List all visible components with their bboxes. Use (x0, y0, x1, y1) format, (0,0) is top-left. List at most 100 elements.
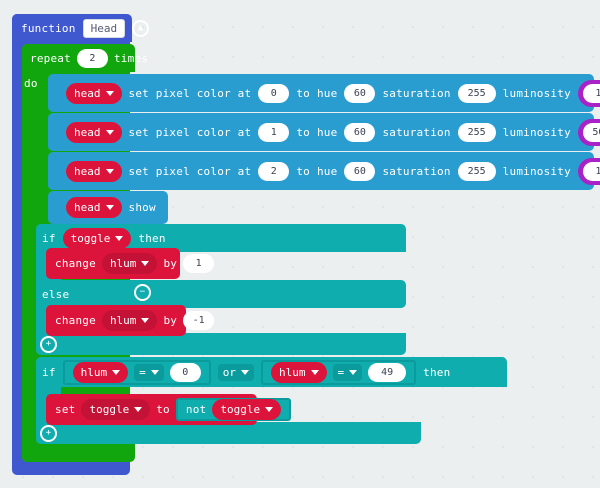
compare-left-operator-label: = (139, 365, 146, 379)
luminosity-label-2: luminosity (502, 164, 571, 178)
math-operation-block-0[interactable]: 1 + hlum (577, 79, 600, 107)
function-header[interactable]: function Head ▲ (12, 14, 158, 42)
if-keyword: if (42, 231, 56, 245)
then-keyword: then (138, 231, 166, 245)
change-variable-label-else: hlum (109, 314, 137, 327)
show-target-dropdown[interactable]: head (66, 197, 122, 218)
change-variable-row-then[interactable]: change hlum by 1 (46, 248, 215, 279)
set-pixel-color-block-1[interactable] (48, 113, 594, 151)
repeat-do-label: do (24, 76, 38, 90)
compare-left-operator-dropdown[interactable]: = (134, 363, 164, 381)
pixel-index-input-2[interactable]: 2 (258, 161, 290, 181)
set-pixel-color-row-1[interactable]: head set pixel color at 1 to hue 60 satu… (48, 113, 600, 151)
chevron-up-circle-icon[interactable]: ▲ (132, 19, 150, 37)
compare-right-value-input[interactable]: 49 (368, 362, 407, 382)
chevron-down-icon (105, 205, 114, 210)
logic-join-dropdown[interactable]: or (217, 363, 255, 381)
target-dropdown-2[interactable]: head (66, 160, 122, 182)
chevron-down-icon (105, 90, 114, 96)
hue-input-2[interactable]: 60 (344, 161, 376, 181)
repeat-header[interactable]: repeat 2 times (30, 44, 148, 72)
compare-block-left[interactable]: hlum = 0 (62, 359, 211, 385)
if-bounds-keyword: if (42, 365, 56, 379)
if-bounds-header[interactable]: if hlum = 0 or hlum = (42, 357, 450, 387)
function-name-field[interactable]: Head (82, 18, 126, 38)
if-bounds-foot-bar (36, 422, 421, 444)
hue-input-0[interactable]: 60 (344, 83, 376, 103)
if-toggle-header[interactable]: if toggle then (42, 224, 166, 252)
change-amount-input-then[interactable]: 1 (183, 254, 215, 273)
logic-join-label: or (222, 365, 237, 379)
change-keyword-then: change (55, 257, 96, 270)
if-bounds-then-keyword: then (423, 365, 451, 379)
hue-label-2: hue (316, 164, 338, 178)
change-by-label-else: by (163, 314, 178, 327)
if-else-foot-bar (36, 333, 406, 355)
show-action-label: show (128, 201, 156, 214)
chevron-down-icon (150, 369, 159, 375)
math-left-input-2[interactable]: 1 (582, 161, 600, 181)
plus-circle-icon-bounds[interactable]: + (40, 425, 57, 442)
math-left-input-1[interactable]: 50 (582, 122, 600, 142)
chevron-down-icon (141, 318, 150, 323)
set-variable-dropdown[interactable]: toggle (81, 399, 151, 420)
chevron-down-icon (241, 369, 250, 375)
plus-circle-icon[interactable]: + (40, 336, 57, 353)
compare-left-variable[interactable]: hlum (72, 361, 129, 383)
change-variable-dropdown-else[interactable]: hlum (101, 310, 158, 331)
change-amount-input-else[interactable]: -1 (183, 311, 215, 330)
else-keyword: else (42, 287, 70, 301)
chevron-down-icon (115, 235, 124, 241)
compare-block-right[interactable]: hlum = 49 (261, 359, 417, 385)
if-condition-variable[interactable]: toggle (62, 227, 132, 249)
change-variable-label-then: hlum (109, 257, 137, 270)
math-operation-block-1[interactable]: 50 - hlum (577, 118, 600, 146)
pixel-index-input-1[interactable]: 1 (258, 122, 290, 142)
pixel-index-input-0[interactable]: 0 (258, 83, 290, 103)
compare-right-operator-dropdown[interactable]: = (332, 363, 363, 381)
show-row[interactable]: head show (48, 191, 156, 224)
luminosity-label-1: luminosity (502, 125, 571, 139)
repeat-count-input[interactable]: 2 (76, 48, 108, 68)
action-label-1: set pixel color at (128, 125, 252, 139)
hue-input-1[interactable]: 60 (344, 122, 376, 142)
set-pixel-color-row-0[interactable]: head set pixel color at 0 to hue 60 satu… (48, 74, 600, 112)
set-pixel-color-row-2[interactable]: head set pixel color at 2 to hue 60 satu… (48, 152, 600, 190)
to-label-2: to (296, 164, 310, 178)
chevron-down-icon (349, 369, 358, 375)
not-operand-dropdown[interactable]: toggle (212, 399, 282, 420)
repeat-times-label: times (113, 51, 149, 65)
if-else-middle-bar (36, 280, 406, 308)
action-label-0: set pixel color at (128, 86, 252, 100)
function-keyword: function (21, 21, 76, 35)
repeat-keyword: repeat (30, 51, 71, 65)
compare-right-operator-label: = (337, 365, 345, 379)
saturation-input-0[interactable]: 255 (457, 83, 496, 103)
change-variable-dropdown-then[interactable]: hlum (101, 253, 158, 274)
math-operation-block-2[interactable]: 1 + hlum (577, 157, 600, 185)
set-variable-row[interactable]: set toggle to not toggle (46, 394, 292, 425)
change-by-label-then: by (163, 257, 178, 270)
set-pixel-color-block-0[interactable] (48, 74, 594, 112)
luminosity-label-0: luminosity (502, 86, 571, 100)
compare-right-variable[interactable]: hlum (271, 361, 327, 383)
compare-right-variable-label: hlum (279, 365, 306, 379)
compare-left-value-input[interactable]: 0 (169, 362, 201, 382)
repeat-block-foot (22, 440, 135, 462)
target-dropdown-0[interactable]: head (66, 82, 122, 104)
target-dropdown-1[interactable]: head (66, 121, 122, 143)
not-block[interactable]: not toggle (175, 398, 292, 421)
saturation-input-2[interactable]: 255 (457, 161, 496, 181)
saturation-label-2: saturation (382, 164, 451, 178)
math-left-input-0[interactable]: 1 (582, 83, 600, 103)
minus-circle-icon[interactable]: − (134, 284, 151, 301)
target-label-2: head (74, 164, 101, 178)
change-variable-row-else[interactable]: change hlum by -1 (46, 305, 215, 336)
saturation-input-1[interactable]: 255 (457, 122, 496, 142)
else-row[interactable]: else (42, 281, 69, 307)
target-label-0: head (74, 86, 101, 100)
set-pixel-color-block-2[interactable] (48, 152, 594, 190)
chevron-down-icon (112, 369, 121, 375)
target-label-1: head (74, 125, 101, 139)
